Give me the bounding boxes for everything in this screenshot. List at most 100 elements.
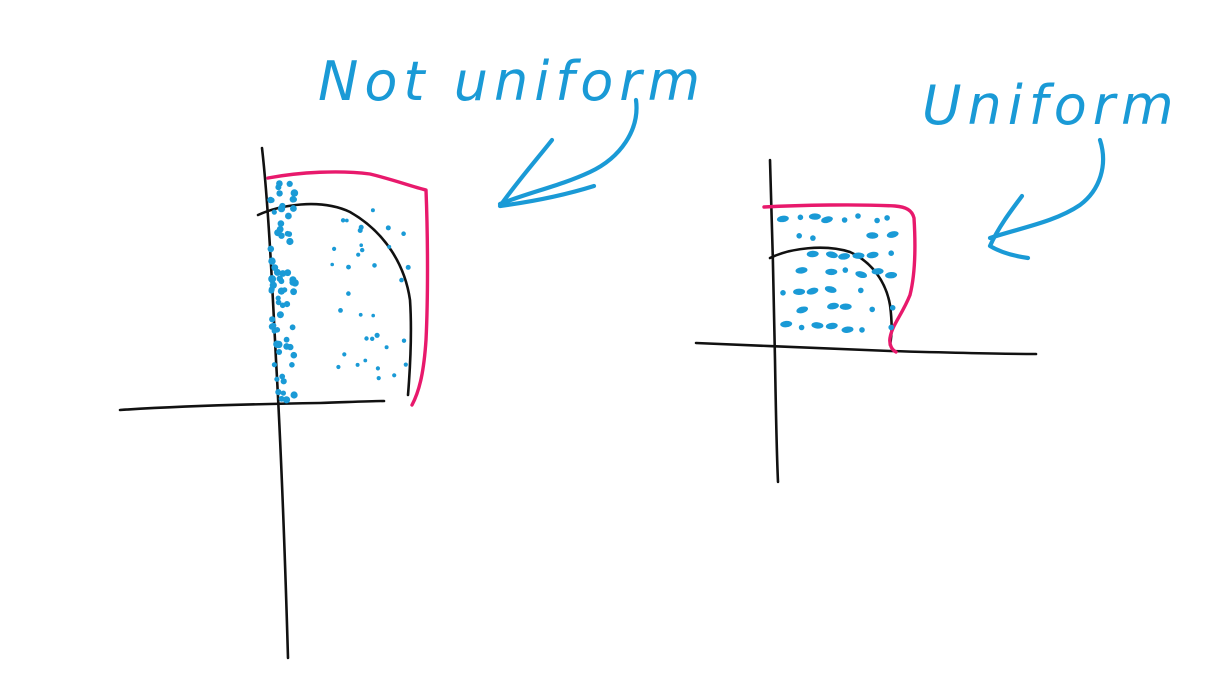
left-sample-point [385,225,391,231]
left-sample-point [275,299,282,306]
right-sample-point [780,320,793,328]
left-sample-point [279,202,286,210]
right-sample-point [874,217,880,224]
right-annotation: Uniform [922,74,1174,261]
left-sample-point [336,364,341,370]
right-sample-point [796,306,809,314]
left-sample-point [384,345,389,350]
right-sample-point [806,287,819,295]
left-sample-point [376,376,381,381]
left-sample-point [276,180,283,187]
left-annotation-arrow [497,97,639,207]
left-sample-point [286,237,294,246]
left-sample-point [372,263,377,268]
left-x-axis [118,399,386,412]
right-sample-points [776,213,899,333]
left-sample-point [279,373,286,380]
left-sample-point [274,376,280,382]
right-annotation-arrowhead [987,193,1031,261]
right-y-axis [768,158,780,484]
left-sample-point [286,180,293,187]
left-sample-point [280,378,287,385]
right-annotation-arrow [987,137,1106,241]
left-sample-point [344,218,349,223]
left-sample-point [274,229,282,237]
left-sample-point [401,338,407,343]
left-sample-point [289,324,296,331]
left-sample-point [355,362,360,367]
left-sample-point [359,243,364,247]
right-sample-point [810,235,816,241]
left-sample-point [283,336,290,343]
left-sample-point [268,286,275,293]
left-sample-point [276,311,284,319]
right-sample-point [838,253,851,260]
left-sample-point [287,343,294,351]
left-sample-point [280,390,286,396]
right-sample-point [855,213,861,219]
right-panel [694,158,1038,484]
left-sample-point [375,366,380,371]
left-sample-point [340,218,346,223]
right-x-axis [694,341,1038,356]
right-sample-point [808,213,821,220]
right-sample-point [886,231,899,238]
left-sample-point [356,252,361,257]
left-sample-point [286,231,293,237]
left-sample-point [358,312,363,317]
left-sample-point [370,208,375,213]
right-sample-point [827,302,839,310]
left-sample-point [289,362,295,368]
left-sample-point [290,288,297,296]
left-sample-point [405,264,411,270]
left-sample-point [269,197,275,203]
right-quarter-circle [768,246,893,347]
left-sample-point [364,336,369,341]
left-sample-point [346,291,351,296]
left-sample-point [290,391,298,399]
right-sample-point [884,215,890,221]
left-sample-point [268,257,276,265]
right-sample-point [889,305,896,311]
left-sample-point [357,228,363,233]
left-sample-point [267,245,275,253]
left-sample-point [290,189,299,197]
right-sample-point [825,268,838,276]
left-sample-point [271,328,278,334]
left-sample-point [387,244,392,249]
right-sample-point [806,250,819,258]
left-sample-point [342,352,347,357]
left-annotation-arrowhead [497,137,597,209]
left-sample-point [360,247,365,253]
left-sample-point [275,340,283,349]
left-sample-point [291,196,297,203]
left-sample-point [277,287,285,295]
left-sample-point [332,246,337,251]
left-sample-point [276,349,283,355]
left-quarter-circle [256,202,413,397]
left-sample-point [330,262,335,267]
left-sample-point [271,264,279,271]
left-sample-point [346,264,351,270]
right-sample-point [776,215,789,223]
right-sample-point [885,271,898,279]
right-sample-point [798,324,805,331]
left-sample-point [290,351,298,359]
left-sample-point [269,316,276,323]
left-annotation-label: Not uniform [318,50,706,113]
right-sample-point [871,268,884,275]
right-sample-point [780,290,786,296]
right-sample-point [841,217,848,223]
left-sample-point [363,358,368,363]
left-sample-point [276,275,283,282]
right-sample-point [839,303,852,310]
right-sample-point [855,271,868,279]
left-bounding-box [266,170,430,407]
right-sample-point [866,232,879,239]
left-sample-point [370,336,375,341]
right-sample-point [821,216,833,224]
right-sample-point [824,286,837,293]
left-sample-point [285,212,292,220]
left-sample-points [267,180,411,404]
left-sample-point [275,295,281,301]
